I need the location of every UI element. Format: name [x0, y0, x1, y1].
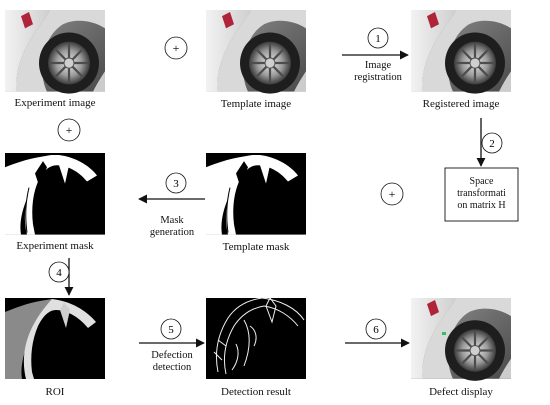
- svg-text:5: 5: [168, 324, 174, 336]
- svg-text:+: +: [66, 123, 73, 137]
- experiment-mask-label: Experiment mask: [16, 240, 94, 252]
- step-4-arrow: 4: [48, 258, 74, 296]
- template-mask-label: Template mask: [222, 241, 290, 253]
- svg-text:1: 1: [375, 33, 381, 45]
- step-6-arrow: 6: [345, 318, 410, 348]
- template-mask: [205, 152, 307, 236]
- plus-circle: +: [380, 182, 404, 206]
- detection-result-image: [206, 297, 306, 379]
- defect-display-label: Defect display: [429, 386, 493, 398]
- svg-text:2: 2: [489, 138, 495, 150]
- roi-image: [5, 298, 105, 379]
- experiment-mask: [4, 152, 106, 236]
- step-1-label: Image registration: [354, 60, 402, 83]
- step-2-arrow: 2: [476, 118, 503, 167]
- transform-matrix-label: Space transformati on matrix H: [457, 176, 506, 211]
- template-image-label: Template image: [220, 98, 292, 110]
- plus-circle: +: [57, 118, 81, 142]
- registered-image-label: Registered image: [422, 98, 500, 110]
- transform-matrix-box: [444, 167, 519, 222]
- svg-text:3: 3: [173, 178, 179, 190]
- svg-text:+: +: [389, 187, 396, 201]
- step-3-arrow: 3: [138, 172, 205, 204]
- svg-text:6: 6: [373, 324, 379, 336]
- detection-result-label: Detection result: [221, 386, 291, 398]
- template-image: [204, 8, 308, 95]
- svg-text:+: +: [173, 41, 180, 55]
- registered-image: [409, 8, 513, 95]
- experiment-image: [3, 8, 107, 95]
- step-3-label: Mask generation: [149, 215, 195, 238]
- step-5-label: Defection detection: [151, 350, 193, 373]
- experiment-image-label: Experiment image: [14, 97, 96, 109]
- plus-circle: +: [164, 36, 188, 60]
- roi-label: ROI: [45, 386, 65, 398]
- svg-text:4: 4: [56, 267, 62, 279]
- step-1-arrow: 1: [342, 27, 409, 60]
- step-5-arrow: 5: [139, 318, 205, 348]
- defect-display-image: [409, 296, 513, 382]
